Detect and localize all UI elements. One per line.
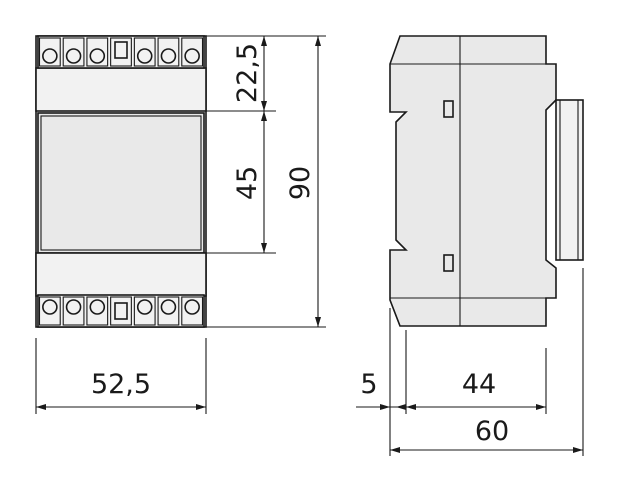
- dimensions: 22,5 45 90 52,5 5 44 60: [35, 35, 584, 456]
- terminal-square: [114, 302, 128, 320]
- side-clip: [389, 299, 401, 327]
- terminal-slot: [133, 296, 156, 326]
- terminal-square: [114, 41, 128, 59]
- dim-label-44: 44: [462, 369, 496, 400]
- terminal-slot: [62, 296, 85, 326]
- terminal-slot: [157, 296, 180, 326]
- terminal-slot: [38, 37, 61, 67]
- terminal-slot: [110, 296, 132, 326]
- terminal-screw: [136, 299, 153, 315]
- terminal-screw: [89, 48, 106, 64]
- terminal-slot: [181, 37, 204, 67]
- dim-label-45: 45: [232, 166, 263, 200]
- dim-label-5: 5: [360, 369, 377, 400]
- terminal-slot: [38, 296, 61, 326]
- side-housing: [389, 35, 557, 327]
- front-upper-section: [35, 67, 207, 112]
- terminal-slot: [157, 37, 180, 67]
- side-latch-slot-top: [443, 100, 454, 118]
- terminal-slot: [133, 37, 156, 67]
- side-latch-slot-bottom: [443, 254, 454, 272]
- terminal-screw: [160, 299, 177, 315]
- dim-label-52-5: 52,5: [91, 369, 151, 400]
- terminal-block-top: [37, 35, 205, 69]
- terminal-slot: [86, 296, 109, 326]
- dim-label-22-5: 22,5: [232, 43, 263, 103]
- terminal-screw: [184, 48, 200, 64]
- terminal-slot: [86, 37, 109, 67]
- terminal-screw: [42, 48, 58, 64]
- terminal-screw: [65, 299, 82, 315]
- dim-label-90: 90: [285, 166, 316, 200]
- terminal-slot: [62, 37, 85, 67]
- front-view: [35, 35, 207, 328]
- terminal-screw: [42, 299, 58, 315]
- terminal-screw: [136, 48, 153, 64]
- terminal-screw: [65, 48, 82, 64]
- terminal-screw: [160, 48, 177, 64]
- terminal-slot: [181, 296, 204, 326]
- terminal-screw: [89, 299, 106, 315]
- terminal-slot: [110, 37, 132, 67]
- front-window-inner: [40, 115, 202, 251]
- front-window: [37, 112, 205, 254]
- front-lower-section: [35, 252, 207, 297]
- dim-label-60: 60: [475, 416, 509, 447]
- side-view: [389, 35, 584, 327]
- terminal-strip: [37, 294, 205, 328]
- terminal-block-bottom: [37, 294, 205, 328]
- terminal-screw: [184, 299, 200, 315]
